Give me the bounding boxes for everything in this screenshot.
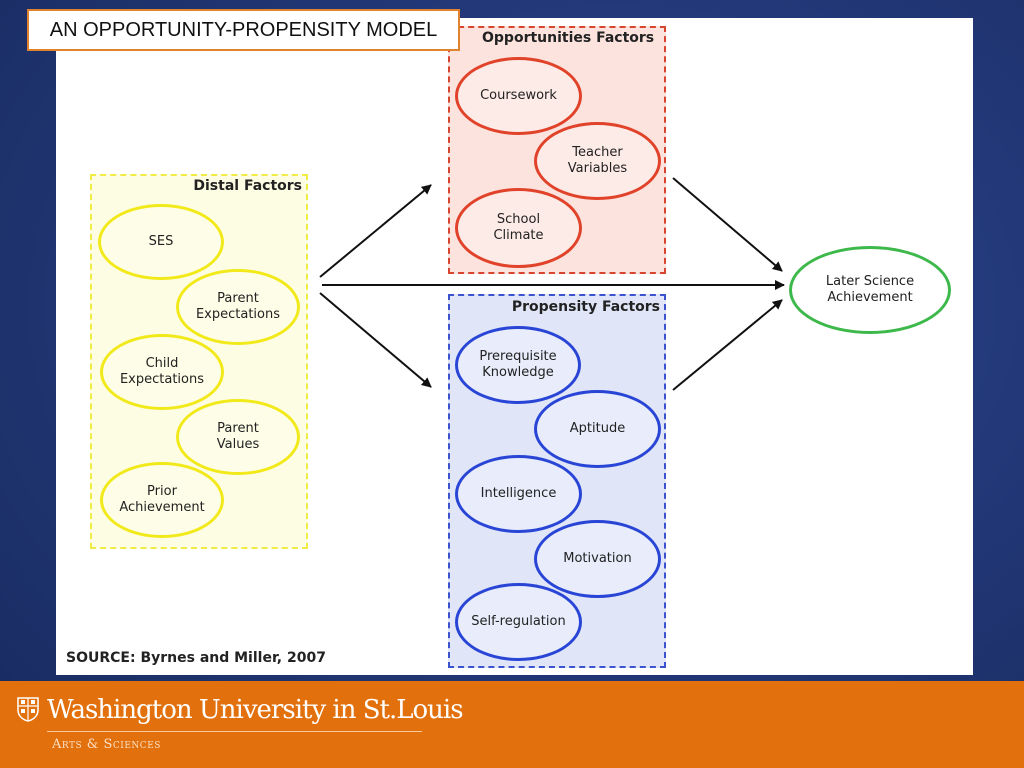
node-ses: SES	[98, 204, 224, 280]
node-parent-values: Parent Values	[176, 399, 300, 475]
node-intelligence: Intelligence	[455, 455, 582, 533]
footer-bar	[0, 681, 1024, 768]
node-aptitude: Aptitude	[534, 390, 661, 468]
propensity-factors-title: Propensity Factors	[511, 299, 660, 315]
opportunities-factors-title: Opportunities Factors	[482, 30, 655, 46]
node-parent-expectations: Parent Expectations	[176, 269, 300, 345]
node-prerequisite-knowledge: Prerequisite Knowledge	[455, 326, 581, 404]
university-name: Washington University in St.Louis	[47, 695, 464, 725]
footer-divider	[47, 731, 422, 732]
slide-title: AN OPPORTUNITY-PROPENSITY MODEL	[27, 9, 460, 51]
node-child-expectations: Child Expectations	[100, 334, 224, 410]
node-school-climate: School Climate	[455, 188, 582, 268]
school-name: Arts & Sciences	[52, 737, 161, 752]
node-self-regulation: Self-regulation	[455, 583, 582, 661]
node-prior-achievement: Prior Achievement	[100, 462, 224, 538]
distal-factors-title: Distal Factors	[193, 178, 302, 194]
node-teacher-variables: Teacher Variables	[534, 122, 661, 200]
node-later-science-achievement: Later Science Achievement	[789, 246, 951, 334]
source-citation: SOURCE: Byrnes and Miller, 2007	[66, 650, 326, 666]
node-motivation: Motivation	[534, 520, 661, 598]
university-crest-icon	[17, 697, 39, 722]
node-coursework: Coursework	[455, 57, 582, 135]
